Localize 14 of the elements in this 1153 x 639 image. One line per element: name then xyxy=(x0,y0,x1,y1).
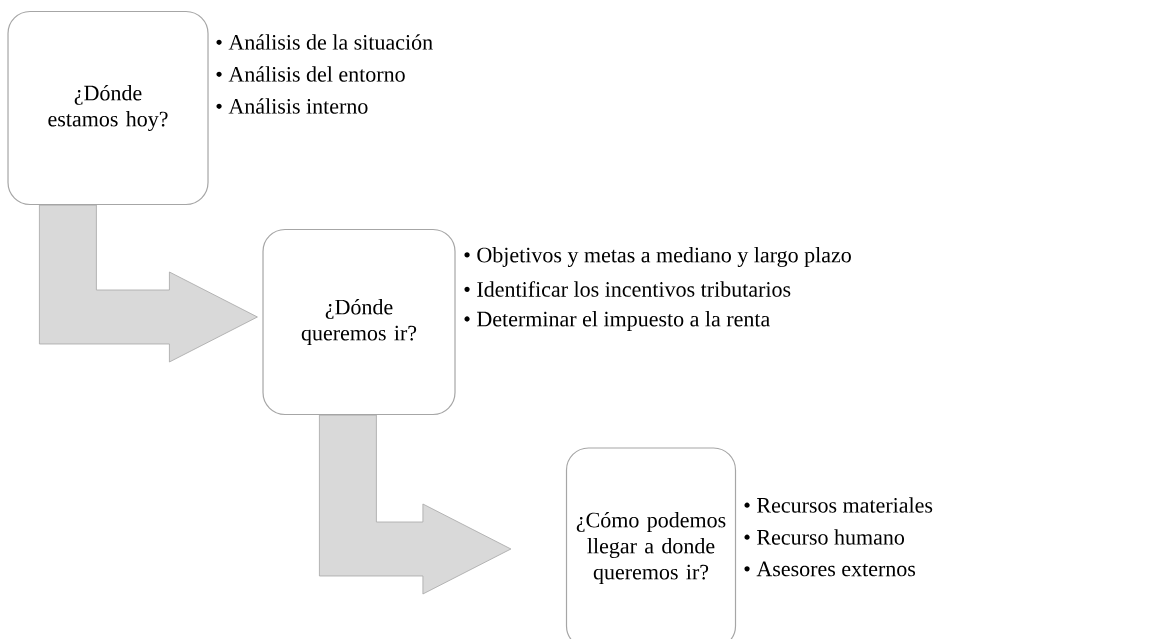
bent-arrow xyxy=(319,414,512,595)
step-box: ¿Dónde estamos hoy? xyxy=(7,10,209,206)
bullet-item: • Identificar los incentivos tributarios xyxy=(464,281,791,297)
step-box: ¿Cómo podemos llegar a donde queremos ir? xyxy=(565,447,737,639)
bullet-item: • Asesores externos xyxy=(744,561,916,577)
bullet-item: • Objetivos y metas a mediano y largo plazo xyxy=(464,247,851,267)
step-box: ¿Dónde queremos ir? xyxy=(262,228,456,416)
bullet-item: • Recursos materiales xyxy=(744,497,933,513)
bullet-item: • Determinar el impuesto a la renta xyxy=(464,311,770,331)
bullet-item: • Recurso humano xyxy=(744,529,905,545)
bullet-item: • Análisis del entorno xyxy=(216,66,405,82)
bullet-item: • Análisis interno xyxy=(216,98,368,114)
bullet-item: • Análisis de la situación xyxy=(216,34,433,50)
bent-arrow xyxy=(39,204,258,363)
